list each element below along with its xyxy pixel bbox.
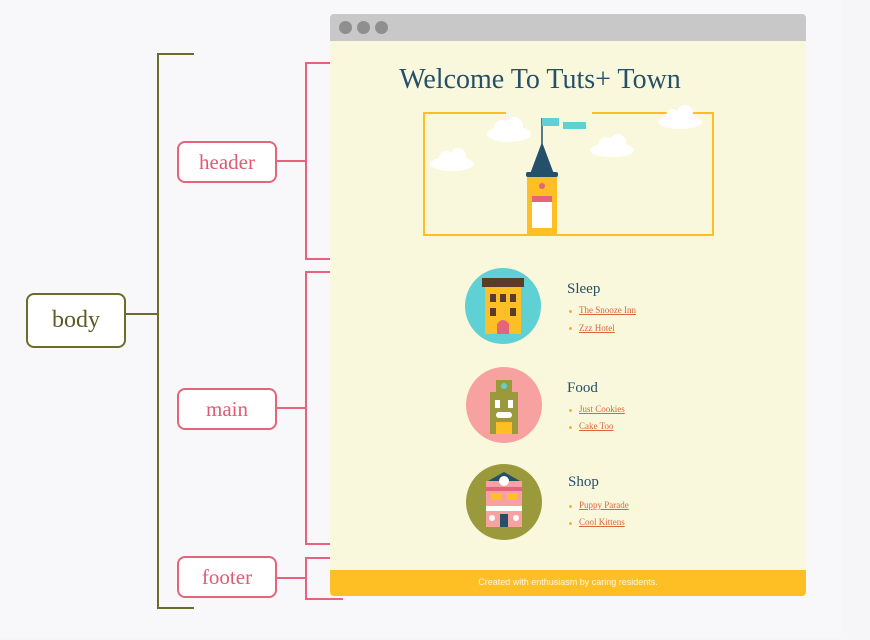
footer-text: Created with enthusiasm by caring reside… [478, 577, 658, 587]
section-title-sleep: Sleep [567, 281, 601, 297]
body-label-text: body [52, 307, 100, 333]
link-the-snooze-inn[interactable]: The Snooze Inn [579, 305, 636, 315]
bullet [569, 327, 572, 330]
bullet [569, 409, 572, 412]
bullet [569, 522, 572, 525]
bullet [569, 310, 572, 313]
tower-icon [526, 118, 586, 235]
cloud-icon [430, 148, 474, 171]
main-label-text: main [206, 396, 248, 421]
header-label: header [177, 141, 277, 183]
main-label: main [177, 388, 277, 430]
shop-icon [466, 464, 542, 540]
window-dot-3 [375, 21, 388, 34]
section-title-food: Food [567, 380, 598, 396]
bullet [569, 505, 572, 508]
link-zzz-hotel[interactable]: Zzz Hotel [579, 323, 615, 333]
section-icons [465, 268, 542, 540]
link-cake-too[interactable]: Cake Too [579, 421, 614, 431]
bullet [569, 426, 572, 429]
footer-label-text: footer [201, 564, 253, 589]
cloud-icon [487, 117, 531, 142]
page-footer: Created with enthusiasm by caring reside… [330, 570, 806, 596]
cloud-icon [658, 105, 702, 129]
link-just-cookies[interactable]: Just Cookies [579, 404, 625, 414]
body-bracket [157, 53, 194, 609]
header-label-text: header [199, 149, 255, 174]
browser-titlebar [330, 14, 806, 41]
window-dot-1 [339, 21, 352, 34]
hotel-icon [465, 268, 541, 344]
browser-window: Welcome To Tuts+ Town [330, 14, 806, 596]
window-dot-2 [357, 21, 370, 34]
cloud-icon [590, 134, 634, 157]
link-puppy-parade[interactable]: Puppy Parade [579, 500, 629, 510]
section-title-shop: Shop [568, 474, 599, 490]
footer-label: footer [177, 556, 277, 598]
bakery-icon [466, 367, 542, 443]
header-illustration [423, 105, 714, 236]
link-cool-kittens[interactable]: Cool Kittens [579, 517, 625, 527]
page-title: Welcome To Tuts+ Town [399, 64, 681, 95]
body-label: body [26, 293, 126, 348]
